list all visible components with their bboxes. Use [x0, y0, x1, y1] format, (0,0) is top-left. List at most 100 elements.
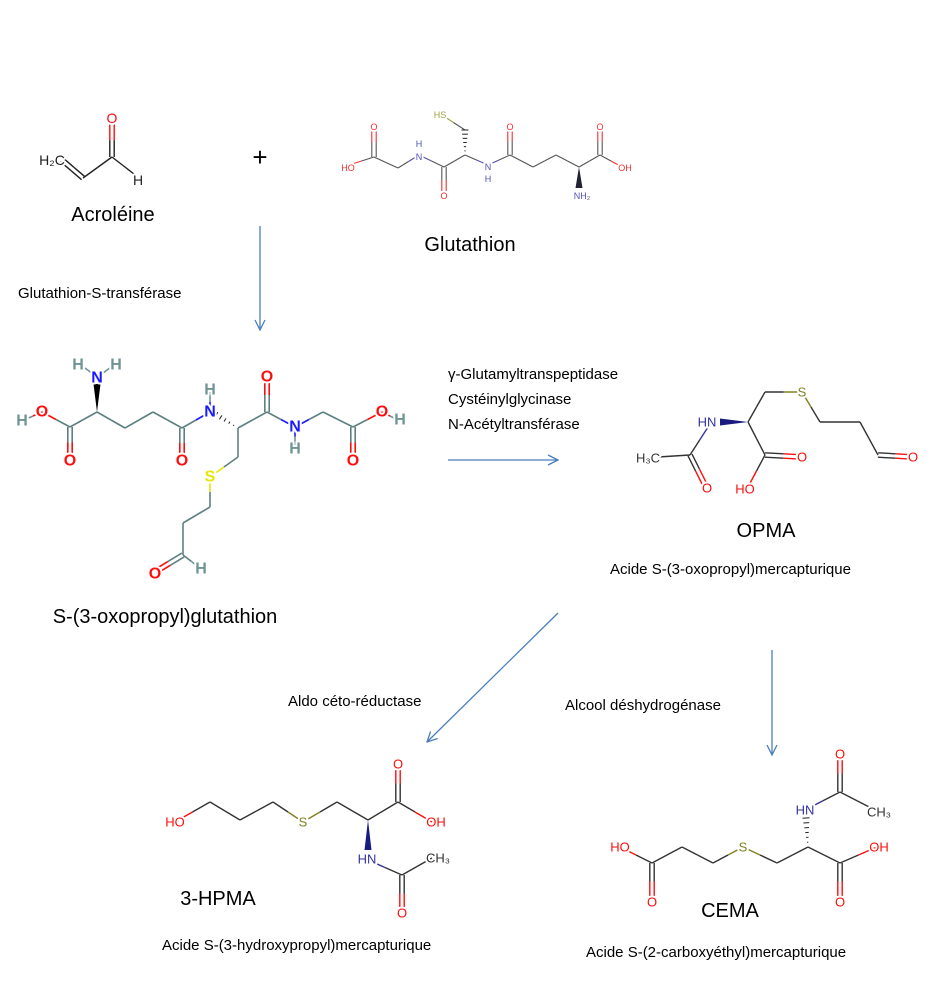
bond [698, 468, 708, 485]
atom-label: OH [869, 840, 889, 855]
arrow-to-hpma [427, 612, 559, 742]
bond [712, 854, 729, 864]
atom-label: O [149, 566, 161, 583]
hashed-bond [223, 418, 227, 422]
bond [367, 411, 383, 421]
bond [839, 791, 858, 802]
bond [804, 800, 823, 811]
bond [764, 456, 784, 459]
bond [895, 453, 914, 456]
atom-label: O [835, 895, 845, 910]
bond [878, 452, 896, 455]
bond [90, 371, 98, 378]
bond [182, 554, 192, 563]
bond [103, 367, 111, 374]
enzyme-akr: Aldo céto-réductase [288, 693, 421, 710]
atom-label: N [204, 404, 216, 421]
atom-label: O [397, 906, 407, 921]
bond [397, 801, 416, 813]
bond [96, 411, 112, 421]
atom-label: S [205, 469, 216, 486]
bond [681, 846, 698, 856]
hashed-bond [214, 411, 219, 418]
atom-label: O [797, 450, 807, 465]
opma-structure [657, 391, 914, 488]
bond [635, 854, 653, 864]
bond [110, 419, 126, 429]
bond [555, 154, 568, 162]
bond [443, 160, 455, 168]
bond [70, 170, 83, 181]
bond [152, 411, 168, 421]
bond [373, 156, 387, 163]
atom-label: H₃C [636, 451, 660, 466]
atom-label: O [347, 453, 359, 470]
hashed-bond [232, 424, 235, 427]
bond [155, 564, 171, 575]
bond [589, 154, 601, 162]
bond [532, 160, 545, 168]
bond [69, 418, 84, 428]
atom-label: H [16, 413, 28, 430]
bond [801, 391, 812, 408]
bond [352, 810, 369, 821]
bond [651, 854, 668, 864]
bond [858, 846, 878, 856]
bond [83, 411, 98, 421]
wedge-bond [364, 820, 372, 850]
bond [209, 801, 226, 812]
atom-label: CH₃ [426, 851, 450, 866]
bond [783, 457, 802, 460]
bond [280, 418, 296, 428]
enzyme-ggt: γ-Glutamyltranspeptidase [448, 366, 618, 383]
atom-label: O [647, 895, 657, 910]
hashed-bond [219, 415, 223, 420]
bond [239, 810, 257, 821]
enzyme-nat: N-Acétyltransférase [448, 416, 580, 433]
atom-label: H [204, 382, 216, 399]
plus-sign: + [252, 142, 267, 172]
bond [755, 391, 766, 408]
bond [666, 846, 683, 856]
bond [619, 846, 637, 856]
atom-label: HS [434, 110, 447, 120]
atom-label: HN [796, 803, 815, 818]
atom-label: S [798, 385, 807, 400]
bond [464, 154, 477, 161]
acroleine-label: Acroléine [71, 204, 154, 226]
bond [454, 154, 466, 162]
bond [256, 801, 274, 812]
bond [859, 421, 870, 439]
bond [877, 456, 896, 459]
bond [694, 470, 704, 487]
bond [441, 114, 454, 123]
hashed-bond [228, 421, 231, 424]
atom-label: HN [698, 415, 717, 430]
atom-label: H [485, 174, 492, 184]
bond [689, 439, 701, 456]
atom-label: O [393, 757, 403, 772]
bond [382, 801, 399, 812]
atom-label: N [416, 152, 423, 162]
bond [544, 154, 557, 162]
bond [783, 453, 803, 456]
bond [414, 811, 433, 823]
bond [381, 411, 391, 417]
enzyme-gst: Glutathion-S-transférase [18, 285, 181, 302]
bond [169, 556, 185, 567]
glutathion-label: Glutathion [424, 234, 515, 256]
atom-label: NH₂ [574, 191, 591, 201]
bond [294, 418, 310, 428]
bond [82, 166, 98, 179]
bond [32, 411, 43, 417]
atom-label: O [64, 453, 76, 470]
bond [823, 854, 841, 864]
bond [657, 455, 675, 458]
bond [673, 454, 691, 457]
bond [578, 160, 590, 168]
bond [167, 552, 183, 563]
wedge-bond [720, 418, 748, 426]
bond [687, 455, 697, 472]
